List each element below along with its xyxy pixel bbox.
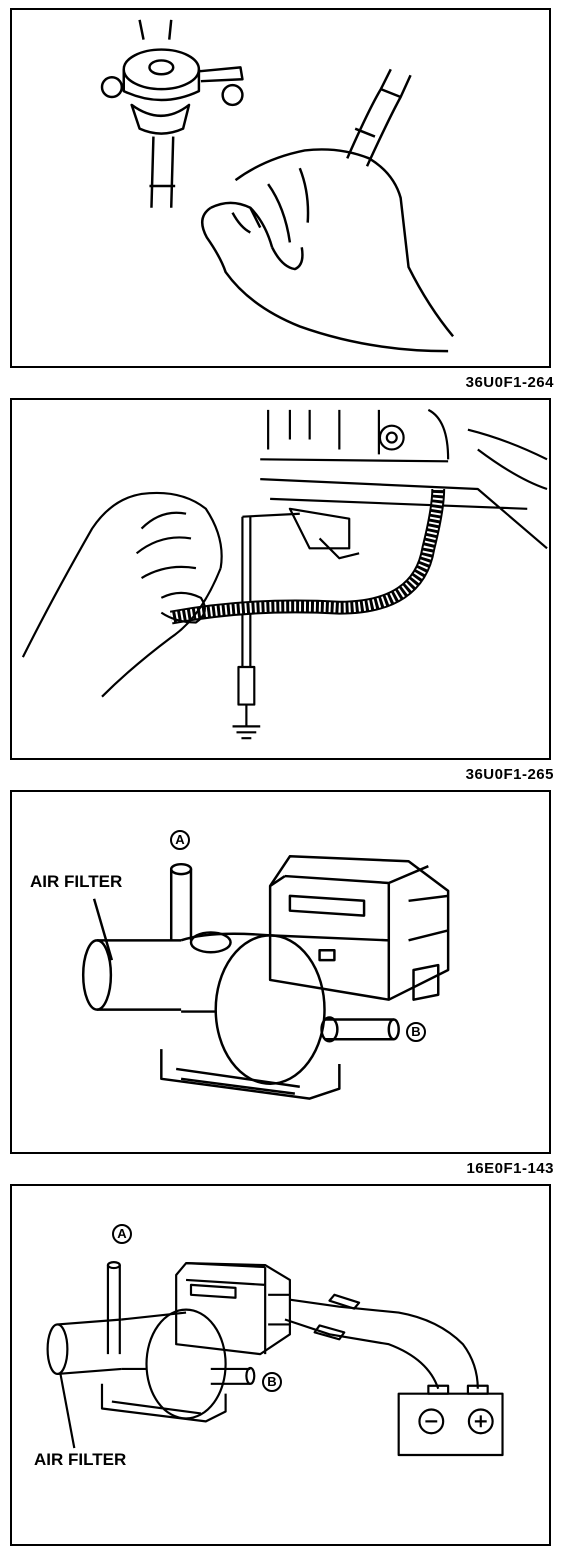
figure-panel-1 [10, 8, 551, 368]
solenoid-valve-illustration [81, 855, 450, 1100]
figure-panel-2 [10, 398, 551, 760]
hand-pinching-hose-illustration [100, 19, 455, 353]
port-a-marker: A [170, 830, 190, 850]
figure-code-2: 36U0F1-265 [465, 766, 554, 783]
hose-continuity-test-illustration [21, 408, 548, 740]
figure-code-3: 16E0F1-143 [466, 1160, 554, 1177]
port-a-marker-2: A [112, 1224, 132, 1244]
air-filter-label-2: AIR FILTER [34, 1450, 127, 1469]
air-filter-label: AIR FILTER [30, 872, 123, 891]
solenoid-valve-battery-test-illustration [46, 1261, 504, 1457]
figure-panel-3: AIR FILTER A B [10, 790, 551, 1154]
figure-code-1: 36U0F1-264 [465, 374, 554, 391]
port-b-marker-2: B [262, 1372, 282, 1392]
port-b-marker: B [406, 1022, 426, 1042]
figure-panel-4: AIR FILTER A B [10, 1184, 551, 1546]
